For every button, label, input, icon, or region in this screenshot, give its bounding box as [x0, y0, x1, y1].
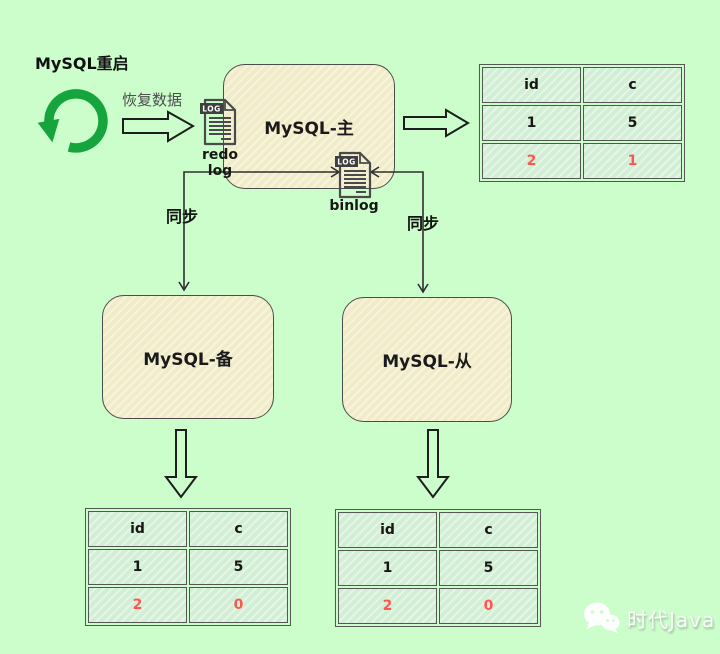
mysql-slave-label: MySQL-从 — [382, 352, 472, 372]
restore-data-label: 恢复数据 — [122, 91, 183, 109]
mysql-master-label: MySQL-主 — [264, 119, 354, 139]
table-header-row: id c — [88, 511, 288, 547]
backup-to-table-arrow-icon — [164, 429, 198, 499]
mysql-backup-node: MySQL-备 — [102, 295, 274, 419]
sync-connector-left — [178, 166, 341, 292]
col-header: id — [88, 511, 187, 547]
log-badge-text: LOG — [202, 105, 221, 114]
cell-value: 2 — [338, 588, 437, 624]
table-header-row: id c — [338, 512, 538, 548]
restore-arrow-icon — [122, 110, 195, 143]
table-row-changed: 2 1 — [482, 143, 682, 179]
col-header: c — [189, 511, 288, 547]
restart-refresh-icon — [37, 89, 108, 153]
cell-value: 0 — [439, 588, 538, 624]
cell-value: 1 — [88, 549, 187, 585]
col-header: id — [482, 67, 581, 103]
slave-table: id c 1 5 2 0 — [335, 509, 541, 627]
sync-label-left: 同步 — [166, 207, 199, 226]
wechat-icon — [584, 602, 620, 634]
table-row: 1 5 — [338, 550, 538, 586]
cell-value: 5 — [439, 550, 538, 586]
master-table: id c 1 5 2 1 — [479, 64, 685, 182]
cell-value: 1 — [482, 105, 581, 141]
table-row-changed: 2 0 — [88, 587, 288, 623]
cell-value: 5 — [583, 105, 682, 141]
col-header: c — [583, 67, 682, 103]
binlog-label: binlog — [329, 198, 379, 214]
table-row: 1 5 — [88, 549, 288, 585]
diagram-title: MySQL重启 — [35, 54, 129, 73]
table-row: 1 5 — [482, 105, 682, 141]
watermark-text: 时代Java — [627, 607, 716, 632]
backup-table: id c 1 5 2 0 — [85, 508, 291, 626]
cell-value: 2 — [88, 587, 187, 623]
table-header-row: id c — [482, 67, 682, 103]
master-to-table-arrow-icon — [403, 108, 470, 138]
sync-label-right: 同步 — [407, 214, 440, 233]
redo-log-label: redo log — [201, 147, 239, 179]
cell-value: 1 — [338, 550, 437, 586]
cell-value: 0 — [189, 587, 288, 623]
mysql-backup-label: MySQL-备 — [143, 349, 233, 370]
cell-value: 1 — [583, 143, 682, 179]
col-header: c — [439, 512, 538, 548]
table-row-changed: 2 0 — [338, 588, 538, 624]
mysql-slave-node: MySQL-从 — [342, 297, 512, 422]
watermark: 时代Java — [582, 601, 715, 635]
cell-value: 2 — [482, 143, 581, 179]
cell-value: 5 — [189, 549, 288, 585]
slave-to-table-arrow-icon — [416, 429, 450, 499]
col-header: id — [338, 512, 437, 548]
